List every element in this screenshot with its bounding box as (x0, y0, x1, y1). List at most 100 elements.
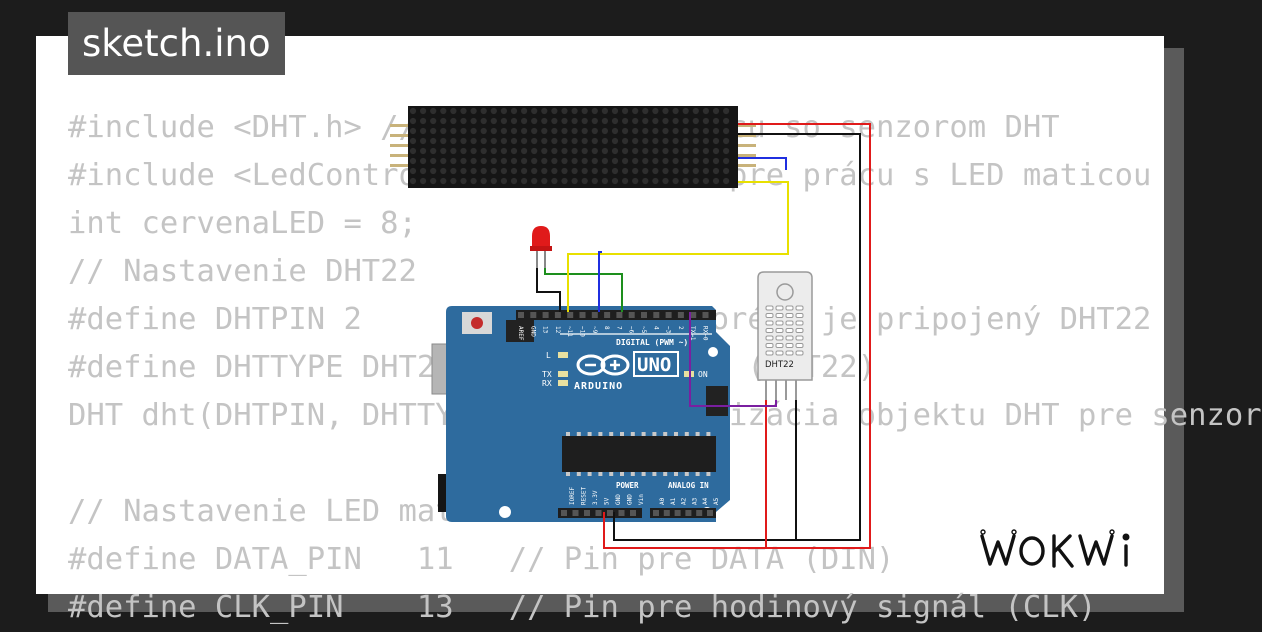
digital-pin-hole[interactable] (554, 312, 561, 318)
led-matrix-dot (611, 127, 619, 135)
led-matrix-dot (581, 127, 588, 135)
led-matrix-dot (531, 157, 538, 165)
led-matrix-dot (531, 177, 538, 185)
led-matrix-dot (672, 107, 679, 115)
led-matrix-dot (702, 147, 710, 155)
led-matrix-dot (642, 137, 649, 145)
digital-pin-hole[interactable] (616, 312, 623, 318)
power-pin-hole[interactable] (618, 510, 625, 516)
led-matrix-dot (712, 167, 720, 175)
led-matrix-dot (581, 177, 588, 185)
led-matrix-dot (581, 107, 588, 115)
power-pin-hole[interactable] (572, 510, 579, 516)
dht22-grille-slot (795, 350, 804, 356)
reset-button-cap[interactable] (471, 317, 483, 329)
digital-pin-hole[interactable] (604, 312, 611, 318)
led-matrix-dot (652, 127, 659, 135)
dht22-mount-hole (776, 283, 794, 301)
analog-pin-hole[interactable] (653, 510, 659, 516)
led-matrix[interactable] (390, 106, 756, 188)
power-pin-hole[interactable] (561, 510, 567, 516)
chip-pin (695, 432, 700, 436)
led-matrix-dot (642, 177, 649, 185)
wire-black-led[interactable] (536, 268, 561, 312)
dht22-grille-slot (785, 328, 794, 333)
digital-pin-hole[interactable] (677, 312, 684, 318)
led-matrix-dot (430, 147, 437, 155)
power-pin-hole[interactable] (607, 510, 613, 516)
wire-purple-dht-data[interactable] (689, 312, 777, 407)
chip-pin (620, 432, 624, 436)
wire-black-matrix-gnd[interactable] (613, 133, 861, 541)
led-matrix-dot (692, 177, 699, 185)
analog-pin-hole[interactable] (663, 510, 670, 516)
led-matrix-dot (622, 127, 629, 135)
wire-red-matrix-vcc[interactable] (603, 123, 871, 549)
power-pin-hole[interactable] (630, 510, 636, 516)
digital-pin-hole[interactable] (591, 312, 598, 318)
led-matrix-dot (440, 167, 447, 175)
chip-pin (576, 432, 581, 436)
digital-pin-label: AREF (517, 326, 524, 341)
analog-pin-label: A4 (702, 497, 709, 505)
led-matrix-right-pins (738, 124, 756, 167)
digital-pin-hole[interactable] (690, 312, 697, 318)
led-matrix-dot (531, 107, 538, 115)
digital-pin-label: GND (529, 326, 536, 337)
dht22-grille-slot (775, 320, 784, 326)
digital-pin-hole[interactable] (518, 312, 524, 318)
led-matrix-pin (390, 124, 408, 127)
dht22-sensor[interactable]: DHT22 (757, 271, 813, 400)
digital-pin-hole[interactable] (567, 312, 574, 318)
led-matrix-dot (450, 117, 457, 125)
led-matrix-dot (430, 127, 437, 135)
digital-header-holes (518, 312, 709, 318)
wire-green-led[interactable] (544, 268, 623, 312)
digital-pin-hole[interactable] (579, 312, 586, 318)
led-matrix-dot (490, 107, 497, 115)
led-matrix-dot (692, 117, 699, 125)
analog-pin-hole[interactable] (674, 510, 681, 516)
led-matrix-dot (430, 157, 437, 165)
digital-pin-hole[interactable] (702, 312, 709, 318)
wire-blue-din-3[interactable] (738, 157, 787, 170)
dht22-grille-slot (775, 305, 784, 311)
power-pin-hole[interactable] (595, 510, 602, 516)
wire-blue-din-2[interactable] (598, 251, 602, 312)
power-pin-hole[interactable] (584, 510, 590, 516)
led-matrix-dot (712, 177, 720, 185)
dht22-grille-slot (785, 320, 794, 326)
led-matrix-dot (551, 137, 558, 145)
digital-pin-hole[interactable] (530, 312, 537, 318)
led-matrix-dot (611, 167, 619, 175)
chip-pin (652, 432, 657, 436)
file-tab-title[interactable]: sketch.ino (68, 12, 285, 75)
digital-pin-hole[interactable] (665, 312, 672, 318)
digital-pin-hole[interactable] (628, 312, 635, 318)
led-matrix-dot (611, 137, 619, 145)
led-matrix-dot (480, 167, 487, 175)
digital-pin-hole[interactable] (542, 312, 549, 318)
analog-pin-hole[interactable] (696, 510, 703, 516)
red-led[interactable] (530, 226, 552, 268)
dht22-grille-slot (765, 328, 774, 333)
analog-pin-hole[interactable] (685, 510, 692, 516)
chip-pin (630, 472, 635, 476)
digital-pin-hole[interactable] (641, 312, 647, 318)
led-matrix-dot (510, 117, 518, 125)
digital-pin-hole[interactable] (653, 312, 660, 318)
led-matrix-dot (611, 157, 619, 165)
led-matrix-dot (601, 157, 609, 165)
led-matrix-dot (531, 127, 538, 135)
wire-yellow-clk[interactable] (567, 181, 789, 312)
led-matrix-dot (490, 177, 497, 185)
analog-pin-hole[interactable] (707, 510, 713, 516)
power-pin-label: Vin (638, 494, 645, 505)
led-matrix-dot (521, 127, 528, 135)
led-matrix-dot (581, 147, 588, 155)
led-matrix-dot (450, 137, 457, 145)
dht22-grille-slot (795, 320, 804, 326)
